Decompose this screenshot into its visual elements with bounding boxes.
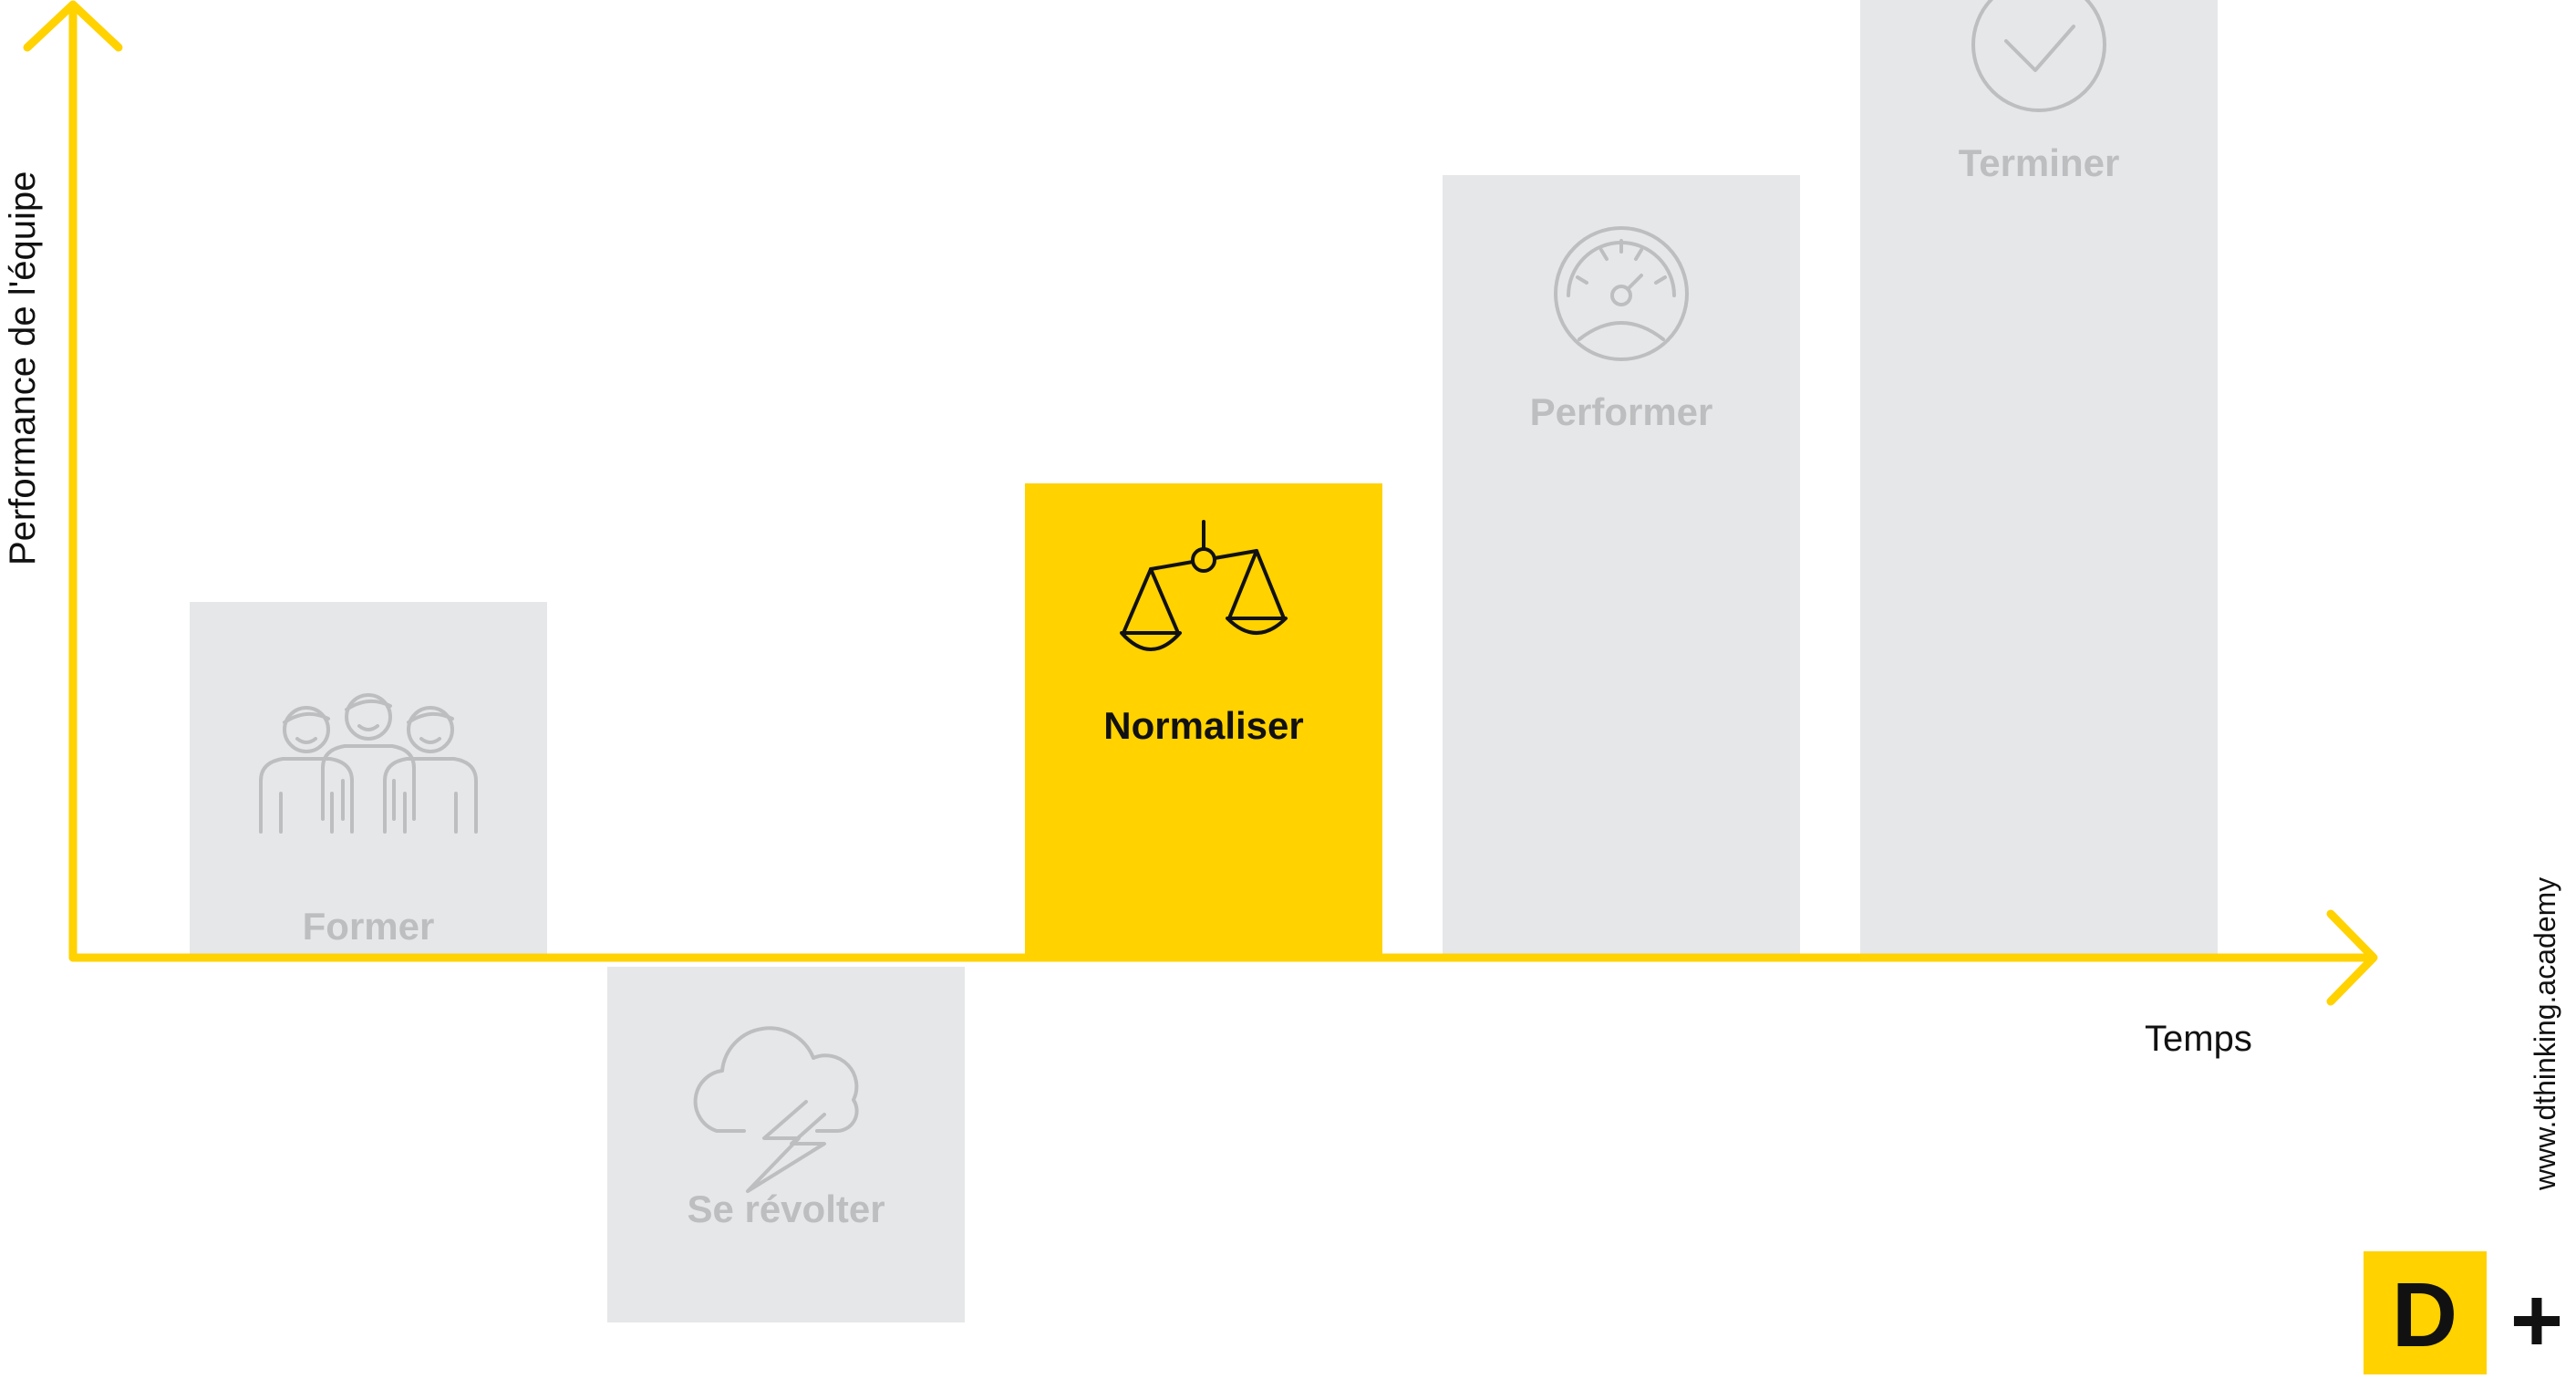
bar-3 bbox=[1443, 175, 1800, 958]
team-icon bbox=[259, 693, 478, 834]
y-axis-label: Performance de l'équipe bbox=[3, 171, 43, 565]
brand-logo: D + bbox=[2364, 1251, 2563, 1374]
bar-label-2: Normaliser bbox=[1103, 704, 1303, 747]
check-circle-icon bbox=[1971, 0, 2106, 112]
bar-group-0: Former bbox=[190, 602, 547, 958]
bar-group-3: Performer bbox=[1443, 175, 1800, 958]
website-text: www.dthinking.academy bbox=[2529, 877, 2561, 1191]
logo-plus-icon: + bbox=[2510, 1270, 2563, 1372]
bar-label-0: Former bbox=[303, 905, 435, 948]
bar-1 bbox=[607, 967, 965, 1322]
scales-icon bbox=[1120, 520, 1288, 651]
logo-letter: D bbox=[2392, 1264, 2457, 1366]
bar-group-2: Normaliser bbox=[1025, 483, 1382, 958]
y-axis-arrow bbox=[23, 0, 123, 52]
storm-cloud-icon bbox=[693, 1026, 859, 1193]
speedometer-icon bbox=[1554, 226, 1689, 361]
bar-0 bbox=[190, 602, 547, 958]
x-axis-label: Temps bbox=[2145, 1019, 2252, 1059]
bar-group-4: Terminer bbox=[1860, 0, 2218, 958]
x-axis-arrow bbox=[2326, 909, 2378, 1006]
bar-group-1: Se révolter bbox=[607, 967, 965, 1322]
bar-2 bbox=[1025, 483, 1382, 958]
bar-label-4: Terminer bbox=[1959, 141, 2120, 184]
logo-square bbox=[2364, 1251, 2487, 1374]
bars-layer: Former Se révolter Normaliser Performer Term… bbox=[190, 0, 2218, 1322]
bar-4 bbox=[1860, 0, 2218, 958]
bar-label-1: Se révolter bbox=[687, 1187, 885, 1230]
bar-label-3: Performer bbox=[1530, 390, 1713, 433]
